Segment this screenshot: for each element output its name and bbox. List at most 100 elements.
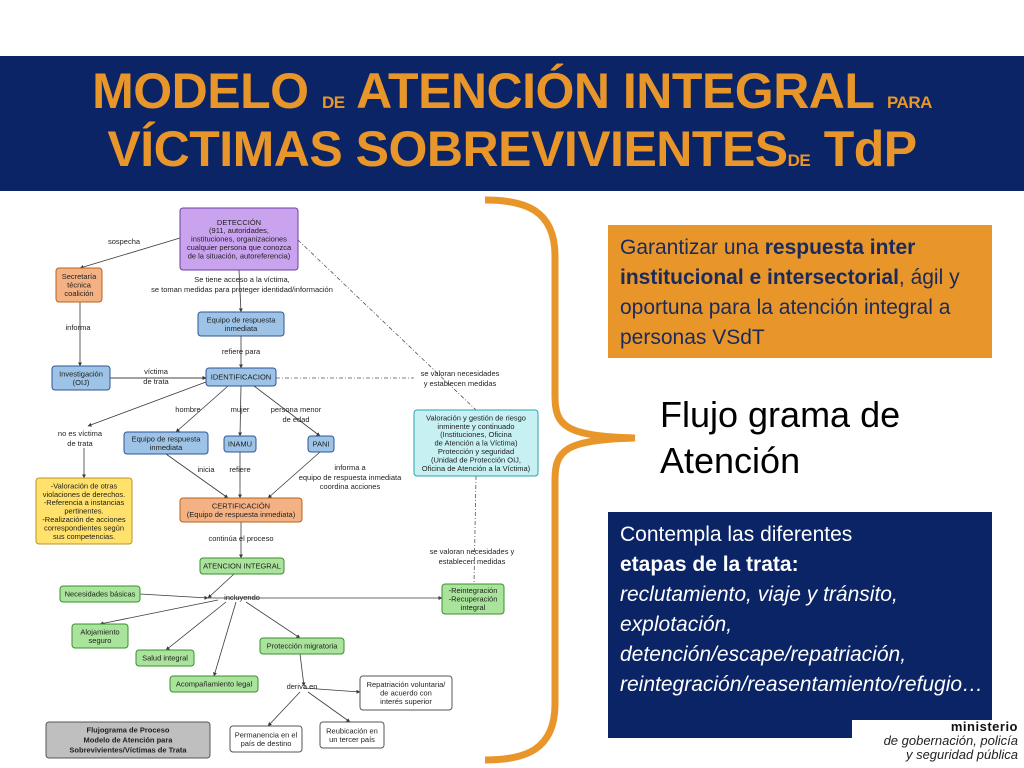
node-text: Repatriación voluntaria/	[367, 680, 447, 689]
arrow-connector	[238, 269, 243, 313]
node-text: país de destino	[241, 739, 292, 748]
node-box	[55, 267, 103, 303]
node-text: cualquier persona que conozca	[187, 243, 292, 252]
title-word-small: DE	[321, 93, 345, 112]
logo-line: ministerio	[950, 719, 1018, 734]
node-text: (OIJ)	[73, 378, 90, 387]
dashed-connector	[297, 239, 477, 411]
edge-label-refiere: refiere	[229, 465, 250, 474]
arrow-connector	[87, 381, 207, 427]
node-text: (911, autoridades,	[209, 226, 269, 235]
node-text: -Realización de acciones	[42, 515, 126, 524]
node-text: correspondientes según	[44, 523, 124, 532]
arrow-connector	[139, 593, 209, 600]
node-pani: PANI	[307, 435, 335, 453]
stages-intro: Contempla las diferentes	[620, 523, 853, 546]
node-text: Reubicación en	[326, 726, 378, 735]
node-text: Protección migratoria	[267, 642, 339, 651]
node-necesidades: Necesidades básicas	[59, 585, 141, 603]
arrow-connector	[253, 385, 321, 437]
node-text: Oficina de Atención a la Víctima)	[422, 464, 531, 473]
edge-label-informa_a3: coordina acciones	[320, 482, 381, 491]
node-text: PANI	[313, 440, 330, 449]
arrow-connector	[238, 385, 243, 437]
node-text: seguro	[89, 636, 112, 645]
node-box	[229, 725, 303, 753]
edge-label-mujer: mujer	[231, 405, 250, 414]
node-text: Permanencia en el	[235, 730, 298, 739]
node-text: Sobrevivientes/Víctimas de Trata	[69, 746, 187, 755]
edge-label-incluyendo: incluyendo	[224, 593, 260, 602]
node-box	[123, 431, 209, 455]
arrow-connector	[207, 573, 235, 599]
node-box	[259, 637, 345, 655]
edge-label-informa_a1: informa a	[334, 463, 366, 472]
node-text: violaciones de derechos.	[43, 490, 126, 499]
title-line-2: VÍCTIMAS SOBREVIVIENTESDE TdP	[0, 120, 1024, 190]
node-text: coalición	[64, 289, 93, 298]
node-text: interés superior	[380, 697, 432, 706]
node-valoracion_riesgo: Valoración y gestión de riesgoinminente …	[413, 409, 539, 477]
arrow-connector	[213, 601, 237, 677]
node-text: Equipo de respuesta	[132, 434, 202, 443]
node-text: Protección y seguridad	[438, 447, 514, 456]
flow-title-line: Flujo grama de	[660, 394, 901, 435]
edge-label-hombre: hombre	[175, 405, 200, 414]
goal-text-bold: respuesta inter institucional e intersec…	[620, 236, 916, 289]
logo-line: y seguridad pública	[905, 747, 1018, 762]
node-text: sus competencias.	[53, 532, 115, 541]
edge-label-victima2: de trata	[143, 377, 169, 386]
edge-label-valoran4: establecen medidas	[439, 557, 506, 566]
node-box	[169, 675, 259, 693]
node-box	[307, 435, 335, 453]
node-box	[35, 477, 133, 545]
edge-label-informa_a2: equipo de respuesta inmediata	[299, 473, 402, 482]
node-box	[135, 649, 195, 667]
title-word-small: DE	[787, 151, 811, 170]
node-text: (Instituciones, Oficina	[440, 430, 513, 439]
flow-title-line: Atención	[660, 440, 801, 481]
node-text: INAMU	[228, 440, 252, 449]
node-box	[223, 435, 257, 453]
flow-title: Flujo grama de Atención	[660, 392, 960, 484]
title-word: VÍCTIMAS SOBREVIVIENTES	[107, 121, 788, 177]
stages-heading: etapas de la trata:	[620, 553, 799, 576]
node-box	[197, 311, 285, 337]
title-word: ATENCIÓN INTEGRAL	[356, 63, 874, 119]
edge-label-inicia: inicia	[197, 465, 215, 474]
edge-label-acceso1: Se tiene acceso a la víctima,	[194, 275, 289, 284]
arrow-connector	[99, 599, 219, 626]
goal-text: , ágil y oportuna para la atención integ…	[620, 266, 960, 349]
node-text: técnica	[67, 281, 92, 290]
edge-label-valoran1: se valoran necesidades	[421, 369, 500, 378]
goal-box: Garantizar una respuesta inter instituci…	[608, 225, 992, 358]
edge-label-valoran3: se valoran necesidades y	[430, 547, 515, 556]
node-box	[319, 721, 385, 749]
ministry-logo: ministerio de gobernación, policía y seg…	[852, 720, 1024, 766]
node-box	[71, 623, 129, 649]
arrow-connector	[79, 237, 181, 269]
node-box	[413, 409, 539, 477]
title-line-1: MODELO DE ATENCIÓN INTEGRAL PARA	[0, 62, 1024, 132]
flowchart-diagram: DETECCIÓN(911, autoridades,instituciones…	[35, 207, 539, 759]
node-box	[179, 207, 299, 271]
node-atencion: ATENCION INTEGRAL	[199, 557, 285, 575]
node-text: de Atención a la Víctima)	[435, 439, 518, 448]
node-salud: Salud integral	[135, 649, 195, 667]
edge-label-menor2: de edad	[282, 415, 309, 424]
node-text: pertinentes.	[64, 507, 103, 516]
node-acompanamiento: Acompañamiento legal	[169, 675, 259, 693]
node-text: inmediata	[150, 443, 183, 452]
node-text: integral	[461, 603, 486, 612]
arrow-connector	[165, 453, 229, 499]
node-text: CERTIFICACIÓN	[212, 501, 270, 510]
node-text: Necesidades básicas	[65, 590, 136, 599]
node-text: inmediata	[225, 324, 258, 333]
stages-list: reclutamiento, viaje y tránsito, explota…	[620, 583, 984, 696]
edge-label-menor1: persona menor	[271, 405, 322, 414]
